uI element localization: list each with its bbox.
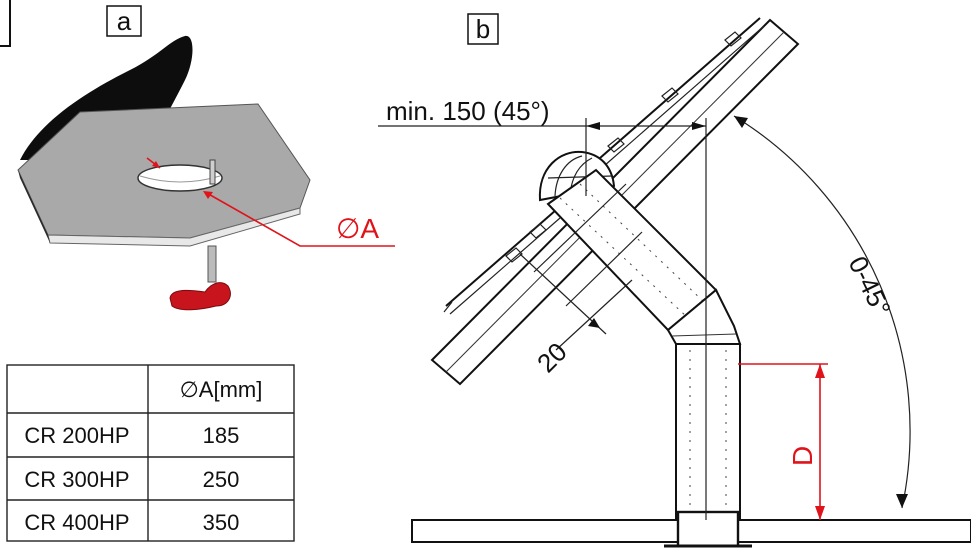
table-cell-value: 185: [203, 423, 240, 448]
slab-sleeve: [676, 510, 740, 548]
pipe-elbow: [666, 288, 742, 345]
diameter-leader: [204, 191, 395, 247]
hook: [169, 282, 231, 311]
panel-b-label: b: [476, 14, 490, 44]
angle-label: 0-45°: [843, 251, 897, 320]
panel-a: a ∅A: [0, 0, 395, 311]
dim-20-ext: [565, 231, 643, 307]
plate-left-edge: [18, 170, 50, 243]
tile-clip: [529, 223, 547, 239]
d-dimension-arrow: [815, 364, 825, 378]
hook-stem: [207, 245, 217, 283]
min-dimension-label: min. 150 (45°): [386, 96, 550, 126]
min-dimension-arrow: [692, 122, 706, 130]
panel-a-label-box: [106, 5, 142, 37]
angle-arrow: [896, 494, 908, 508]
table-cell-value: 250: [203, 467, 240, 492]
locking-pin: [209, 159, 216, 185]
diameter-label: ∅A: [336, 213, 379, 244]
tile-clip: [607, 137, 625, 153]
panel-a-label: a: [117, 6, 132, 36]
tile-clip: [724, 31, 742, 47]
panel-b-label-box: [467, 13, 499, 45]
dim-20-arrow: [588, 318, 600, 328]
table-cell-model: CR 400HP: [24, 510, 129, 535]
table-cell-model: CR 200HP: [24, 423, 129, 448]
min-dimension-arrow: [586, 122, 600, 130]
table-cell-value: 350: [203, 510, 240, 535]
panel-a-frame: [0, 0, 11, 47]
tile-clip: [661, 87, 679, 103]
diameter-leader-arrow: [203, 191, 213, 199]
dim-20-ext: [533, 183, 627, 273]
cowl-ridge: [554, 155, 583, 197]
angle-arrow: [734, 116, 748, 128]
roof-tile-line: [603, 25, 765, 167]
elbow-seam: [671, 333, 737, 337]
tile-clip: [505, 247, 523, 263]
table-header-diameter: ∅A[mm]: [180, 377, 263, 402]
dim-20-line: [555, 279, 633, 351]
dim-20-line: [519, 253, 607, 335]
panel-b: b: [378, 13, 971, 548]
tile-hook: [443, 301, 453, 313]
hole-marker-arrow: [152, 161, 160, 168]
d-dimension-arrow: [815, 506, 825, 520]
d-dimension-label: D: [787, 446, 818, 466]
dim-20-label: 20: [531, 337, 573, 379]
table-frame: [6, 364, 295, 542]
table-cell-model: CR 300HP: [24, 467, 129, 492]
plate-hole: [137, 164, 223, 192]
angle-arc: [733, 115, 911, 509]
vertical-pipe: [675, 343, 741, 521]
roof-tile-line: [599, 17, 761, 159]
diameter-table: ∅A[mm] CR 200HP 185 CR 300HP 250 CR 400H…: [6, 364, 295, 542]
